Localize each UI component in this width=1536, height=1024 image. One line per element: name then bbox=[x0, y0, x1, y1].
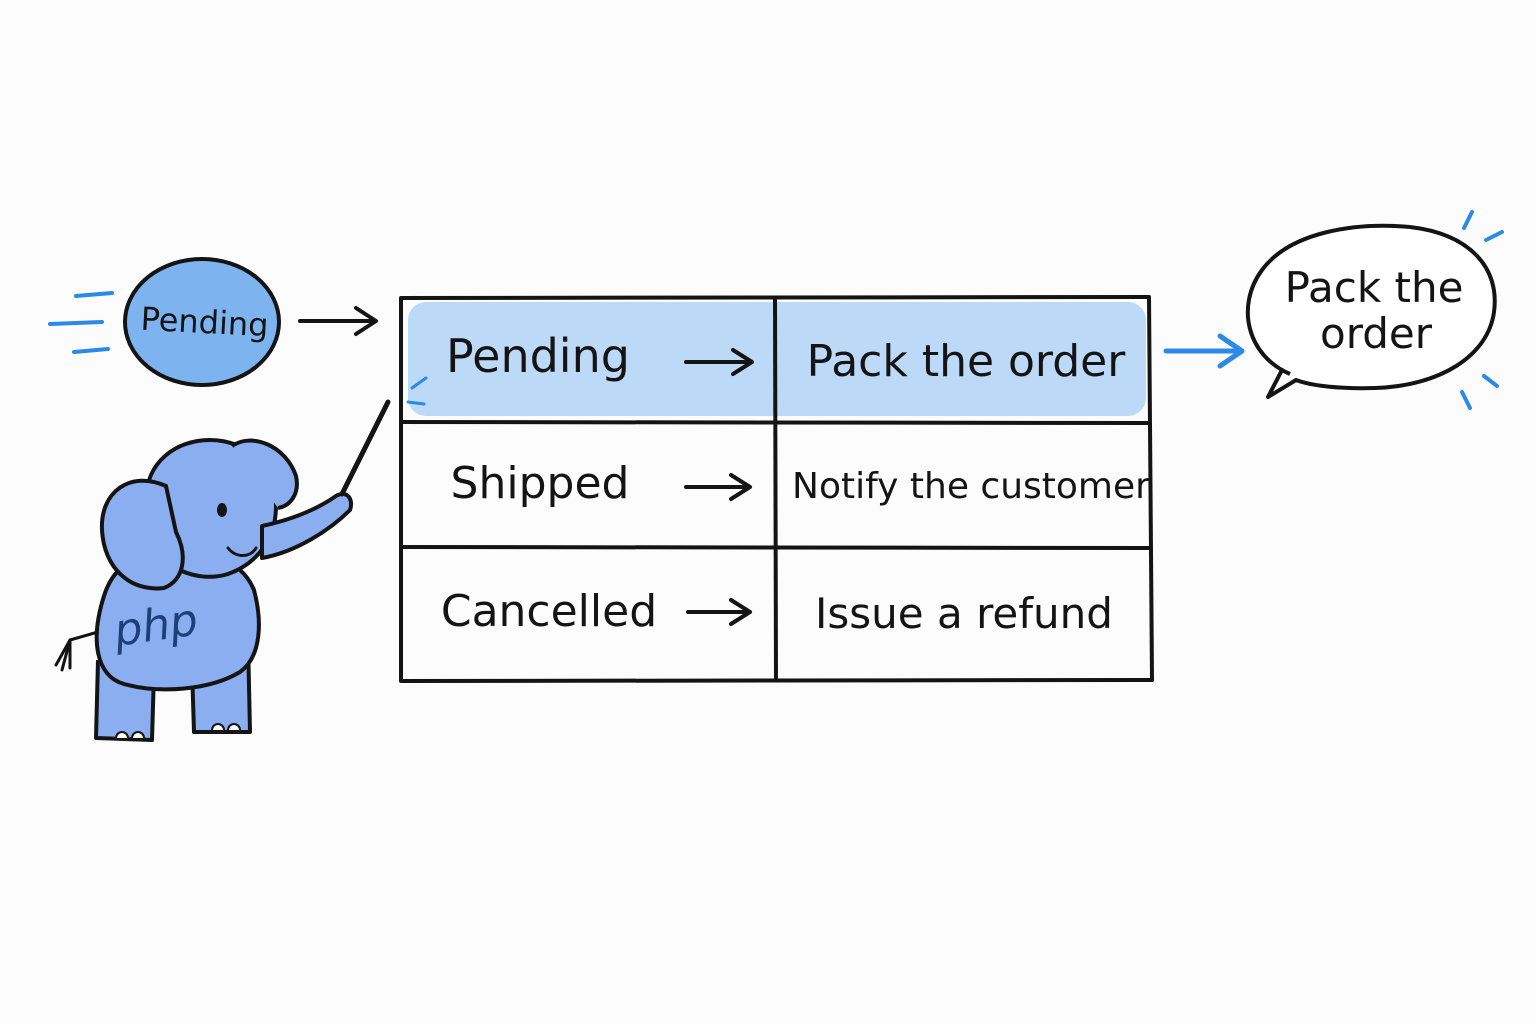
table-row: Cancelled Issue a refund bbox=[441, 586, 1113, 638]
row-divider-1 bbox=[400, 420, 1151, 425]
row-arrow bbox=[684, 473, 752, 501]
action-cell: Pack the order bbox=[807, 336, 1127, 387]
elephant-ear bbox=[99, 478, 185, 591]
elephant-toenails bbox=[115, 723, 241, 739]
row-arrow bbox=[686, 598, 752, 626]
speech-bubble-line-2: order bbox=[1320, 309, 1433, 358]
table-row: Shipped Notify the customer bbox=[451, 458, 1151, 509]
sparkle-lines bbox=[1460, 210, 1504, 410]
php-elephant-mascot: php bbox=[54, 376, 428, 742]
pointer-stick bbox=[339, 399, 391, 497]
speech-bubble-outline bbox=[1245, 223, 1497, 399]
elephant-ear-back bbox=[230, 438, 299, 510]
input-arrow bbox=[298, 306, 378, 336]
action-cell: Issue a refund bbox=[815, 589, 1113, 638]
pending-bubble bbox=[123, 257, 281, 387]
action-cell: Notify the customer bbox=[792, 466, 1150, 507]
pending-bubble-label: Pending bbox=[140, 300, 270, 345]
state-cell: Pending bbox=[446, 329, 630, 383]
input-state-node: Pending bbox=[48, 257, 281, 387]
elephant-smile bbox=[226, 546, 258, 557]
elephant-tail bbox=[54, 630, 100, 672]
output-arrow bbox=[1163, 333, 1245, 369]
table-row: Pending Pack the order bbox=[446, 329, 1126, 387]
speech-bubble-line-1: Pack the bbox=[1285, 263, 1464, 312]
elephant-eye bbox=[217, 503, 227, 517]
pointer-sparkle bbox=[406, 376, 428, 406]
row-divider-2 bbox=[400, 545, 1152, 550]
motion-lines bbox=[48, 291, 114, 354]
lookup-table: Pending Pack the order Shipped Notify th… bbox=[399, 295, 1154, 683]
row-arrow bbox=[684, 348, 754, 376]
php-label: php bbox=[110, 595, 201, 657]
state-cell: Cancelled bbox=[441, 586, 657, 637]
state-cell: Shipped bbox=[451, 458, 630, 509]
output-speech-bubble: Pack the order bbox=[1245, 210, 1504, 410]
table-frame bbox=[399, 295, 1154, 683]
column-divider bbox=[773, 296, 778, 682]
elephant-trunk bbox=[260, 491, 353, 560]
